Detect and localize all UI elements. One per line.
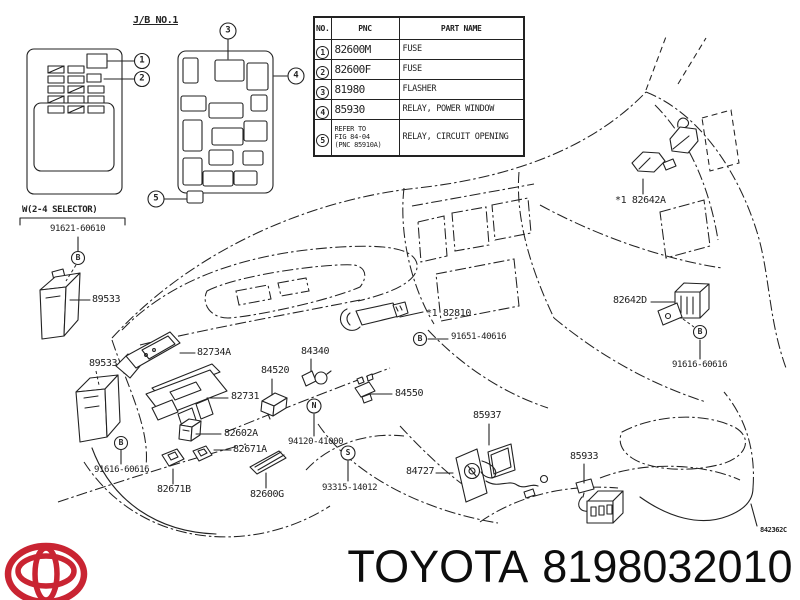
- part-85937: [487, 443, 516, 479]
- dashboard-phantom-outline: [57, 33, 787, 538]
- footer-part-title: TOYOTA 8198032010: [340, 541, 800, 593]
- pnc-line: (PNC 85910A): [334, 141, 382, 150]
- toyota-logo: [2, 540, 94, 600]
- part-84727: [455, 448, 549, 503]
- part-name-cell: FLASHER: [398, 78, 525, 100]
- part-82671b: [161, 448, 185, 467]
- fuse-callout4-target: [246, 62, 269, 91]
- part-name-cell: RELAY, CIRCUIT OPENING: [398, 118, 525, 157]
- fuse-callout1-target: [86, 53, 108, 69]
- part-82810: [339, 301, 409, 331]
- label-91616-60616-right: 91616-60616: [672, 360, 728, 370]
- part-84520: [260, 392, 288, 420]
- label-82731: 82731: [231, 391, 260, 402]
- fuse-callout3-target: [214, 59, 245, 82]
- part-name-cell: RELAY, POWER WINDOW: [398, 98, 525, 120]
- label-84727: 84727: [406, 466, 435, 477]
- callout-1: 1: [139, 55, 145, 66]
- callout-3: 3: [225, 25, 231, 36]
- label-84520: 84520: [261, 365, 290, 376]
- table-row: 5 REFER TO FIG 84-04 (PNC 85910A) RELAY,…: [313, 118, 525, 157]
- part-name-cell: FUSE: [398, 38, 525, 60]
- part-82671a: [192, 445, 213, 462]
- row-no-circle: 3: [316, 85, 330, 98]
- label-82734a: 82734A: [197, 347, 231, 358]
- pnc-line: REFER TO: [334, 125, 367, 134]
- leader-lines: [65, 38, 758, 527]
- label-82810: *1 82810: [426, 308, 471, 319]
- label-82600g: 82600G: [250, 489, 284, 500]
- part-82642d: [657, 282, 710, 326]
- col-header-pnc: PNC: [330, 16, 400, 40]
- bolt-marker-b4: B: [697, 327, 703, 336]
- row-no-circle: 4: [316, 105, 330, 118]
- label-82642a: *1 82642A: [615, 195, 666, 206]
- label-89533-lower: 89533: [89, 358, 118, 369]
- label-85933: 85933: [570, 451, 599, 462]
- col-header-no: NO.: [313, 16, 332, 40]
- callout-5: 5: [153, 193, 159, 204]
- bolt-marker-b2: B: [118, 438, 124, 447]
- figure-ref-code: 842362C: [760, 526, 787, 534]
- callout-4: 4: [293, 70, 299, 81]
- pnc-cell: 81980: [330, 78, 400, 100]
- table-row: 2 82600F FUSE: [313, 58, 525, 80]
- part-85933: [575, 478, 624, 524]
- part-84340: [301, 370, 332, 387]
- label-82602a: 82602A: [224, 428, 258, 439]
- label-93315-14012: 93315-14012: [322, 483, 378, 493]
- part-82600g: [249, 450, 287, 475]
- table-row: 4 85930 RELAY, POWER WINDOW: [313, 98, 525, 120]
- label-85937: 85937: [473, 410, 502, 421]
- footer-part-number: 8198032010: [542, 541, 793, 592]
- label-84550: 84550: [395, 388, 424, 399]
- callout-circles: [70, 22, 708, 461]
- label-82671b: 82671B: [157, 484, 191, 495]
- row-no-circle: 5: [316, 133, 330, 147]
- bolt-marker-b3: B: [417, 334, 423, 343]
- part-84550: [354, 373, 376, 404]
- callout-2: 2: [139, 73, 145, 84]
- part-89533-selector: [39, 268, 81, 340]
- pnc-cell: 85930: [330, 98, 400, 120]
- label-82671a: 82671A: [233, 444, 267, 455]
- part-82602a: [178, 418, 202, 442]
- row-no-circle: 2: [316, 65, 330, 78]
- label-91651-40616: 91651-40616: [451, 332, 507, 342]
- label-91616-60616-left: 91616-60616: [94, 465, 150, 475]
- label-84340: 84340: [301, 346, 330, 357]
- part-82734a: [115, 331, 181, 379]
- part-name-cell: FUSE: [398, 58, 525, 80]
- jb-no1-title: J/B NO.1: [133, 15, 178, 26]
- part-82731: [145, 363, 228, 433]
- parts-table: NO. PNC PART NAME 1 82600M FUSE 2 82600F…: [313, 16, 525, 157]
- bolt-marker-b1: B: [75, 253, 81, 262]
- pnc-cell: 82600F: [330, 58, 400, 80]
- screw-marker-s: S: [345, 448, 351, 457]
- table-row: 1 82600M FUSE: [313, 38, 525, 60]
- pnc-cell: REFER TO FIG 84-04 (PNC 85910A): [330, 118, 400, 157]
- fuse-callout5-target: [186, 190, 204, 204]
- label-89533-upper: 89533: [92, 294, 121, 305]
- part-89533-relay: [75, 374, 121, 443]
- brand-text: TOYOTA: [347, 541, 529, 592]
- part-82642a: [631, 117, 699, 173]
- label-91621-60610: 91621-60610: [50, 224, 106, 234]
- table-header-row: NO. PNC PART NAME: [313, 16, 525, 40]
- fuse-callout2-target: [86, 73, 102, 83]
- fuse-box-left: [26, 48, 123, 195]
- col-header-name: PART NAME: [398, 16, 525, 40]
- table-row: 3 81980 FLASHER: [313, 78, 525, 100]
- nut-marker-n: N: [311, 401, 317, 410]
- pnc-line: FIG 84-04: [334, 133, 371, 142]
- label-82642d: 82642D: [613, 295, 647, 306]
- selector-bracket: [19, 217, 126, 226]
- label-94120-41000: 94120-41000: [288, 437, 344, 447]
- pnc-cell: 82600M: [330, 38, 400, 60]
- selector-title: W(2-4 SELECTOR): [22, 205, 98, 215]
- row-no-circle: 1: [316, 45, 330, 58]
- fuse-box-right: [177, 50, 274, 204]
